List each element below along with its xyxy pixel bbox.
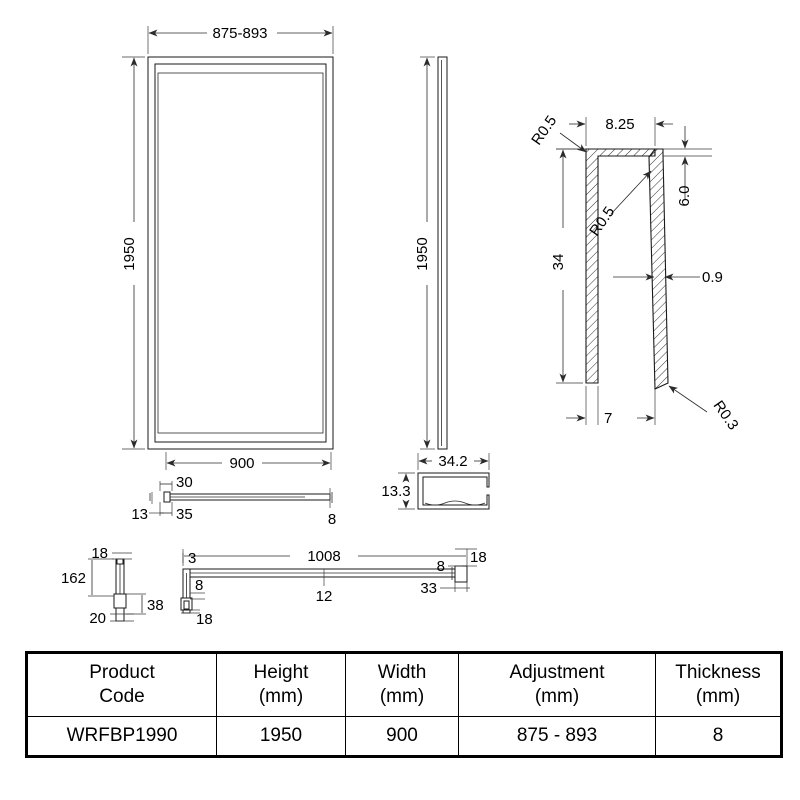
dim-label-bracket-18: 18: [91, 545, 108, 562]
dim-bracket-38: 38: [126, 593, 164, 615]
dim-label-side-panel-height: 1950: [414, 237, 431, 270]
dim-label-arm-8-right: 8: [437, 558, 445, 575]
dim-bracket-162: 162: [61, 558, 114, 597]
cell-thickness: 8: [655, 716, 782, 757]
dim-bar-8: 8: [328, 488, 336, 528]
dim-profile-width-top: 8.25: [569, 116, 673, 146]
header-thickness: Thickness (mm): [655, 652, 782, 717]
header-width: Width (mm): [345, 652, 459, 717]
view-wall-bracket: 18 162 20 38: [61, 545, 164, 627]
dim-label-arm-18-right: 18: [470, 549, 487, 566]
dim-label-bracket-20: 20: [89, 610, 106, 627]
dim-side-panel-height: 1950: [414, 56, 435, 450]
dim-arm-18-left: 18: [181, 609, 213, 628]
support-arm-right-block: [454, 565, 468, 583]
header-thickness-line2: (mm): [695, 686, 741, 707]
table-row: WRFBP1990 1950 900 875 - 893 8: [26, 716, 782, 757]
dim-profile-thickness: 0.9: [613, 269, 723, 286]
dim-panel-top-width: 875-893: [147, 25, 334, 54]
header-height: Height (mm): [216, 652, 346, 717]
dim-label-bracket-162: 162: [61, 570, 86, 587]
dim-label-arm-3: 3: [188, 550, 196, 567]
dim-label-panel-bottom-width: 900: [229, 455, 254, 472]
dim-arm-8-right: 8: [437, 558, 462, 580]
dim-bracket-18: 18: [91, 545, 132, 562]
bracket-foot: [113, 593, 127, 609]
dim-channel-height: 13.3: [381, 472, 415, 510]
dim-label-arm-8-left: 8: [195, 577, 203, 594]
view-bottom-bar: 30 13 35 8: [131, 474, 336, 528]
drawing-canvas: 875-893 1950 900 1950: [60, 25, 742, 628]
cell-adjustment: 875 - 893: [458, 716, 656, 757]
dim-label-channel-width: 34.2: [438, 453, 467, 470]
dim-label-arm-33: 33: [420, 580, 437, 597]
view-support-arm: 1008 3 12 8 18 8: [180, 548, 487, 628]
spec-table-container: Product Code Height (mm) Width (mm) Adju…: [25, 651, 783, 758]
dim-arm-33: 33: [420, 580, 470, 597]
dim-bar-30: 30: [159, 474, 193, 491]
dim-bar-13: 13: [131, 492, 164, 523]
spec-table-head: Product Code Height (mm) Width (mm) Adju…: [26, 652, 782, 717]
header-adjustment-line1: Adjustment: [509, 662, 605, 684]
dim-label-profile-foot: 7: [604, 410, 612, 427]
dim-label-profile-thickness: 0.9: [702, 269, 723, 286]
dim-label-bar-35: 35: [176, 506, 193, 523]
dim-label-bar-30: 30: [176, 474, 193, 491]
support-arm-left-foot-inner: [183, 600, 190, 610]
dim-label-panel-height: 1950: [121, 237, 138, 270]
header-width-line2: (mm): [379, 686, 425, 707]
panel-inner-frame: [155, 64, 326, 442]
dim-label-arm-1008: 1008: [307, 548, 340, 565]
dim-label-profile-height-left: 34: [550, 254, 567, 271]
dim-profile-foot: 7: [566, 386, 612, 427]
header-product-code-line2: Code: [99, 686, 145, 707]
header-width-line1: Width: [377, 662, 427, 684]
bottom-bar-left-block: [163, 491, 171, 503]
dim-label-bar-8: 8: [328, 511, 336, 528]
header-thickness-line1: Thickness: [675, 662, 761, 684]
view-front-panel: 875-893 1950 900: [121, 25, 334, 472]
dim-label-bracket-38: 38: [147, 597, 164, 614]
dim-label-arm-12: 12: [316, 588, 333, 605]
panel-outer-frame: [147, 56, 334, 450]
header-height-line2: (mm): [258, 686, 304, 707]
dim-bar-35: 35: [159, 502, 193, 523]
header-adjustment-line2: (mm): [534, 686, 580, 707]
dim-arm-8-left: 8: [190, 577, 205, 600]
dim-arm-1008: 1008: [182, 548, 468, 566]
view-channel-section: 34.2 13.3: [381, 453, 490, 510]
cell-width: 900: [345, 716, 459, 757]
header-height-line1: Height: [253, 662, 309, 684]
header-adjustment: Adjustment (mm): [458, 652, 656, 717]
dim-label-arm-18-left: 18: [196, 611, 213, 628]
dim-label-panel-top-width: 875-893: [212, 25, 267, 42]
dim-panel-height: 1950: [121, 56, 145, 450]
cell-product-code: WRFBP1990: [26, 716, 217, 757]
dim-profile-height-right: 6.0: [676, 126, 693, 206]
product-spec-table: Product Code Height (mm) Width (mm) Adju…: [25, 651, 783, 758]
spec-table-body: WRFBP1990 1950 900 875 - 893 8: [26, 716, 782, 757]
header-product-code: Product Code: [26, 652, 217, 717]
side-panel-body: [437, 56, 448, 450]
dim-channel-width: 34.2: [417, 453, 490, 470]
panel-glass-area: [157, 72, 324, 434]
dim-arm-18-right: 18: [455, 548, 487, 567]
bracket-cap: [116, 558, 124, 565]
view-profile-section: 8.25 6.0 34 0.9 7: [528, 113, 741, 434]
dim-label-channel-height: 13.3: [381, 483, 410, 500]
cell-height: 1950: [216, 716, 346, 757]
dim-label-bar-13: 13: [131, 506, 148, 523]
dim-arm-3: 3: [182, 550, 196, 567]
channel-profile-body: [417, 472, 490, 510]
view-side-panel: 1950: [414, 56, 448, 450]
spec-header-row: Product Code Height (mm) Width (mm) Adju…: [26, 652, 782, 717]
dim-label-profile-width-top: 8.25: [605, 116, 634, 133]
dim-panel-bottom-width: 900: [165, 452, 332, 472]
channel-serration: [424, 500, 486, 506]
header-product-code-line1: Product: [89, 662, 155, 684]
dim-label-profile-height-right: 6.0: [676, 186, 693, 207]
technical-drawing-area: 875-893 1950 900 1950: [60, 25, 742, 628]
dim-arm-12: 12: [316, 569, 333, 605]
